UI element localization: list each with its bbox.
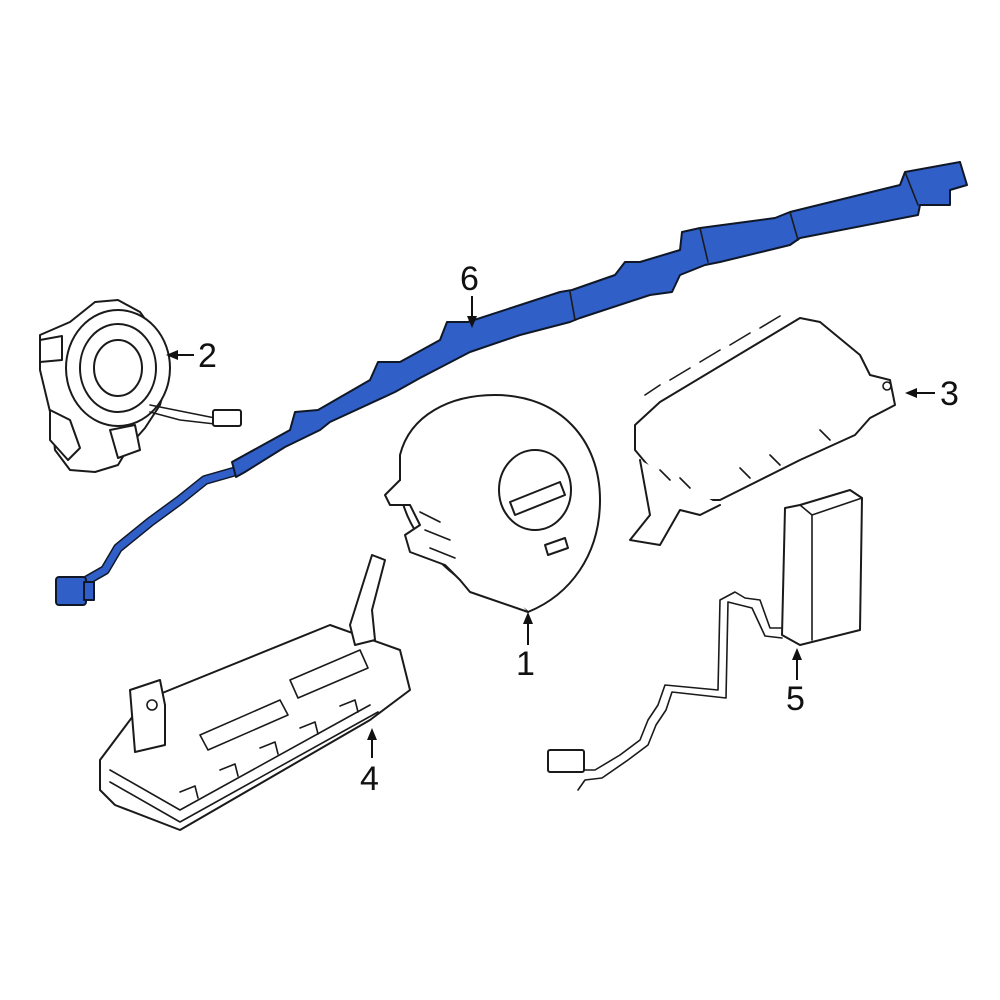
callout-4: 4 bbox=[360, 728, 379, 798]
callout-2: 2 bbox=[166, 337, 217, 375]
callout-5: 5 bbox=[786, 648, 805, 718]
callout-label-3: 3 bbox=[940, 375, 959, 413]
part-2-clock-spring[interactable] bbox=[39, 299, 242, 473]
callout-label-5: 5 bbox=[786, 680, 805, 718]
part-6-curtain-airbag[interactable] bbox=[55, 161, 968, 606]
callout-1: 1 bbox=[516, 612, 535, 683]
callout-label-4: 4 bbox=[360, 760, 379, 798]
callout-label-2: 2 bbox=[198, 337, 217, 375]
callout-3: 3 bbox=[905, 375, 959, 413]
callout-label-1: 1 bbox=[516, 645, 535, 683]
part-4-knee-airbag[interactable] bbox=[99, 554, 411, 831]
callout-6: 6 bbox=[460, 260, 479, 328]
part-3-passenger-airbag[interactable] bbox=[629, 315, 896, 546]
callout-label-6: 6 bbox=[460, 260, 479, 298]
part-1-driver-airbag[interactable] bbox=[384, 394, 601, 613]
part-5-side-airbag[interactable] bbox=[547, 489, 863, 791]
